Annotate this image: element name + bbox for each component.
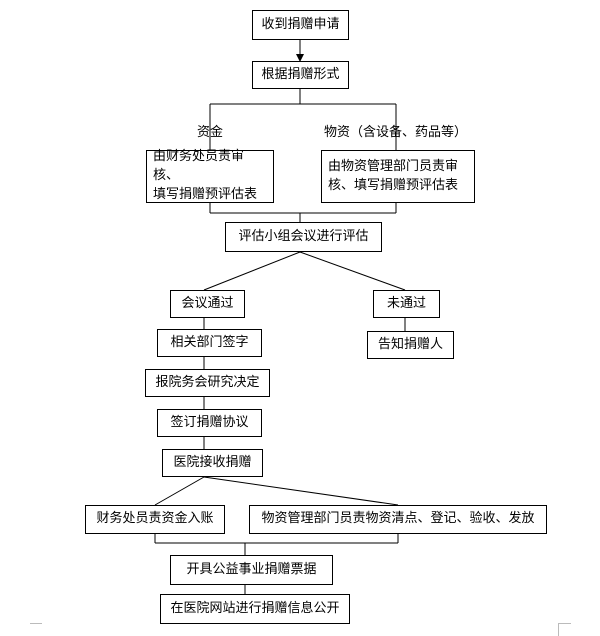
node-pass: 会议通过	[170, 290, 245, 318]
connector-assess-to-fail	[299, 251, 406, 291]
node-material-check: 物资管理部门员责物资清点、登记、验收、发放	[249, 505, 547, 534]
page-corner-mark-left	[30, 623, 42, 636]
node-fail: 未通过	[373, 290, 440, 318]
node-notify: 告知捐赠人	[367, 331, 454, 359]
node-publish: 在医院网站进行捐赠信息公开	[160, 594, 350, 624]
connector-assess-to-pass	[203, 251, 301, 291]
branch-label-goods: 物资（含设备、药品等）	[324, 125, 468, 140]
connector-accept-to-finance	[154, 476, 205, 506]
branch-label-fund: 资金	[197, 125, 224, 140]
page-corner-mark-right	[558, 623, 571, 636]
node-sign: 相关部门签字	[157, 329, 262, 357]
node-accept: 医院接收捐赠	[162, 449, 263, 477]
node-finance-review: 由财务处员责审核、填写捐赠预评估表	[146, 149, 274, 203]
node-form: 根据捐赠形式	[252, 61, 349, 89]
node-receipt: 开具公益事业捐赠票据	[170, 555, 333, 585]
node-assess: 评估小组会议进行评估	[225, 222, 382, 252]
node-receive: 收到捐赠申请	[252, 10, 349, 40]
node-report: 报院务会研究决定	[145, 369, 270, 397]
node-agreement: 签订捐赠协议	[157, 409, 262, 437]
connector-accept-to-material	[203, 476, 399, 506]
node-finance-account: 财务处员责资金入账	[85, 505, 225, 534]
node-material-review: 由物资管理部门员责审核、填写捐赠预评估表	[321, 150, 475, 203]
